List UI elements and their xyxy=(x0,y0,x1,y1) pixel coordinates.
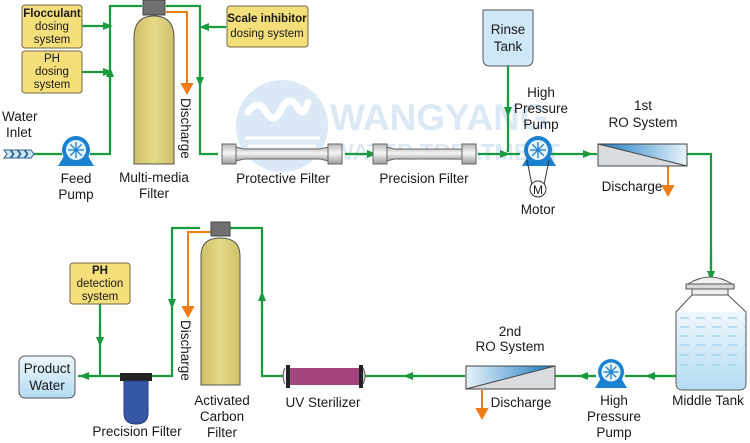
feed-pump: Feed Pump xyxy=(58,136,94,202)
rinse-tank-label-2: Tank xyxy=(494,39,523,54)
precision-filter-1: Precision Filter xyxy=(372,143,477,186)
carbon-filter-label-2: Carbon xyxy=(200,409,244,424)
ph-detection-label-3: system xyxy=(82,291,118,303)
feed-pump-label-2: Pump xyxy=(58,187,93,202)
pump-icon xyxy=(58,136,94,166)
precision-filter-2: Precision Filter xyxy=(92,373,182,439)
protective-filter: Protective Filter xyxy=(221,143,343,186)
ro-membrane-icon xyxy=(465,365,556,390)
hp-pump-1-label-1: High xyxy=(527,85,555,100)
multimedia-filter-label-2: Filter xyxy=(139,186,170,201)
middle-tank: Middle Tank xyxy=(672,276,747,408)
ro-1-label-2: RO System xyxy=(608,115,677,130)
cartridge-filter-icon xyxy=(120,373,152,425)
protective-filter-label: Protective Filter xyxy=(236,171,330,186)
ph-detection-system: PH detection system xyxy=(69,262,131,305)
watermark-brand: WANGYANG xyxy=(330,97,549,138)
ro-membrane-icon xyxy=(597,143,688,167)
ph-dosing-label-1: PH xyxy=(44,53,60,65)
ro-system-2: 2nd RO System Discharge xyxy=(465,324,556,410)
filter-tank-icon xyxy=(200,237,241,386)
hp-pump-1-label-2: Pressure xyxy=(514,101,568,116)
uv-lamp-icon xyxy=(282,365,366,388)
ro-2-label-1: 2nd xyxy=(499,324,522,339)
ph-detection-label-2: detection xyxy=(77,278,124,290)
product-water-label-1: Product xyxy=(24,361,71,376)
middle-tank-label: Middle Tank xyxy=(672,393,744,408)
storage-tank-icon xyxy=(675,276,747,391)
feed-pump-label-1: Feed xyxy=(61,171,92,186)
rinse-tank-label-1: Rinse xyxy=(491,22,526,37)
water-inlet: Water Inlet xyxy=(2,109,38,159)
inlet-label-2: Inlet xyxy=(6,125,32,140)
ph-dosing-system: PH dosing system xyxy=(21,50,83,94)
motor-belt-icon xyxy=(526,159,550,186)
flocculant-label-3: system xyxy=(34,34,70,46)
precision-filter-1-label: Precision Filter xyxy=(379,171,469,186)
uv-sterilizer-label: UV Sterilizer xyxy=(285,395,361,410)
scale-inhibitor-label-2: dosing system xyxy=(230,28,304,40)
valve-head-icon xyxy=(210,221,231,237)
rinse-tank: Rinse Tank xyxy=(482,9,534,67)
hp-pump-2-label-2: Pressure xyxy=(587,409,641,424)
flocculant-label-2: dosing xyxy=(35,21,69,33)
discharge-label-ro1: Discharge xyxy=(602,179,663,194)
cartridge-housing-icon xyxy=(221,143,343,165)
ph-dosing-label-2: dosing xyxy=(35,66,69,78)
scale-inhibitor-label-1: Scale inhibitor xyxy=(227,13,307,25)
uv-sterilizer: UV Sterilizer xyxy=(282,365,366,410)
ro-2-label-2: RO System xyxy=(475,339,544,354)
inlet-label-1: Water xyxy=(2,109,38,124)
hp-pump-2-label-1: High xyxy=(600,393,628,408)
scale-inhibitor-dosing-system: Scale inhibitor dosing system xyxy=(226,5,309,48)
ph-dosing-label-3: system xyxy=(34,79,70,91)
carbon-filter-label-3: Filter xyxy=(207,425,238,440)
motor-label: Motor xyxy=(521,202,556,217)
flocculant-dosing-system: Flocculant dosing system xyxy=(21,4,83,49)
carbon-filter-label-1: Activated xyxy=(194,393,250,408)
high-pressure-pump-1: High Pressure Pump M Motor xyxy=(514,85,568,217)
flocculant-label-1: Flocculant xyxy=(23,8,81,20)
discharge-label-ro2: Discharge xyxy=(491,395,552,410)
ro-system-1: 1st RO System Discharge xyxy=(597,98,688,194)
filter-tank-icon xyxy=(133,15,175,165)
valve-head-icon xyxy=(142,0,166,16)
product-water-tank-icon xyxy=(18,355,76,399)
precision-filter-2-label: Precision Filter xyxy=(92,424,182,439)
multimedia-filter-label-1: Multi-media xyxy=(119,170,189,185)
tank-icon xyxy=(482,9,534,67)
high-pressure-pump-2: High Pressure Pump xyxy=(587,359,641,440)
pump-icon xyxy=(522,136,556,166)
hp-pump-1-label-3: Pump xyxy=(523,117,558,132)
ro-1-label-1: 1st xyxy=(634,98,652,113)
pump-icon xyxy=(595,359,627,388)
discharge-lines xyxy=(166,11,675,421)
discharge-label-carbon: Discharge xyxy=(178,320,193,381)
product-water: Product Water xyxy=(18,355,76,399)
inlet-connector-icon xyxy=(3,149,35,159)
product-water-label-2: Water xyxy=(29,378,65,393)
ph-detection-label-1: PH xyxy=(92,265,108,277)
motor-symbol: M xyxy=(533,183,543,197)
flow-lines xyxy=(34,4,715,380)
hp-pump-2-label-3: Pump xyxy=(596,425,631,440)
multimedia-filter: Multi-media Filter Discharge xyxy=(119,0,193,201)
activated-carbon-filter: Activated Carbon Filter Discharge xyxy=(178,221,250,440)
cartridge-housing-icon xyxy=(372,143,477,165)
discharge-label-mmf: Discharge xyxy=(178,98,193,159)
motor-icon: M xyxy=(529,180,547,198)
